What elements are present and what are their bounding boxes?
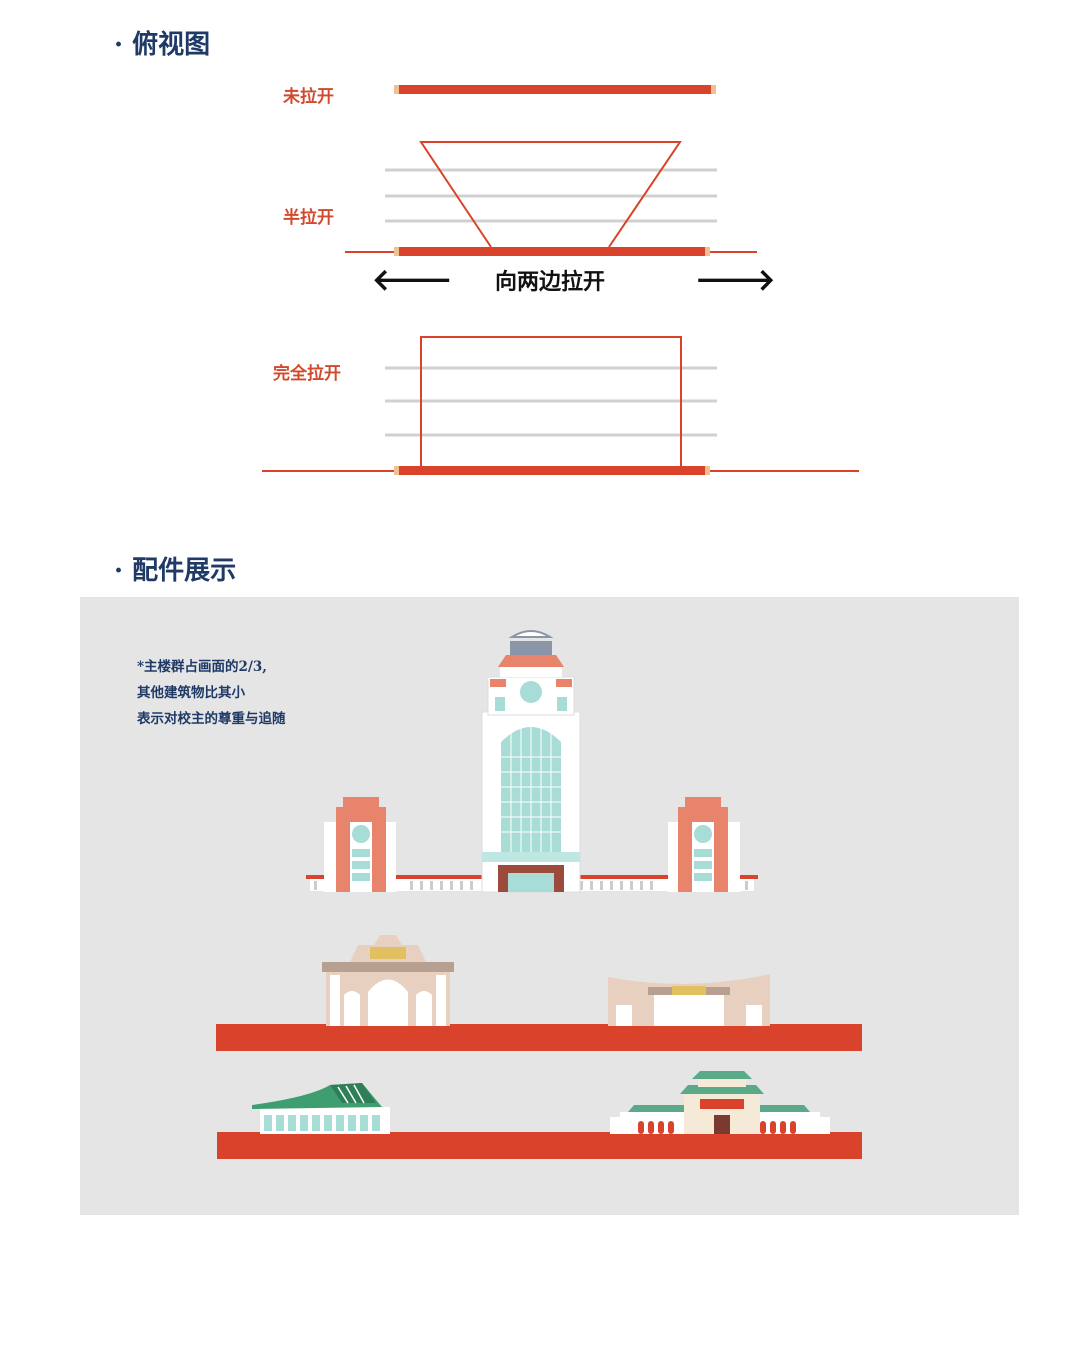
arch-gate	[322, 935, 454, 1026]
note-line-2: 其他建筑物比其小	[137, 685, 245, 701]
full-open-scroll	[262, 336, 859, 475]
green-roof-hall	[252, 1083, 390, 1134]
closed-scroll	[394, 85, 716, 94]
top-view-diagram	[262, 85, 859, 475]
arrow-left-icon: 🡐	[372, 263, 453, 298]
arrow-right-icon: 🡒	[695, 263, 776, 298]
note-text: *主楼群占画面的2/3, 其他建筑物比其小 表示对校主的尊重与追随	[137, 654, 286, 732]
row1-base	[216, 1024, 862, 1051]
note-line-1: *主楼群占画面的2/3,	[137, 659, 267, 675]
row2-base	[217, 1132, 862, 1159]
main-building-group	[306, 630, 758, 893]
direction-label: 向两边拉开	[494, 269, 605, 295]
section-title-parts: · 配件展示	[114, 556, 237, 586]
section-title-top-view: · 俯视图	[114, 30, 211, 60]
label-full-open: 完全拉开	[273, 364, 341, 384]
label-closed: 未拉开	[283, 87, 334, 107]
note-line-3: 表示对校主的尊重与追随	[137, 711, 286, 727]
parts-illustration	[216, 630, 862, 1159]
label-half-open: 半拉开	[283, 208, 334, 228]
modern-gate	[608, 974, 770, 1026]
parts-panel: *主楼群占画面的2/3, 其他建筑物比其小 表示对校主的尊重与追随	[80, 597, 1019, 1215]
traditional-hall	[610, 1071, 830, 1134]
half-open-scroll	[345, 141, 757, 256]
